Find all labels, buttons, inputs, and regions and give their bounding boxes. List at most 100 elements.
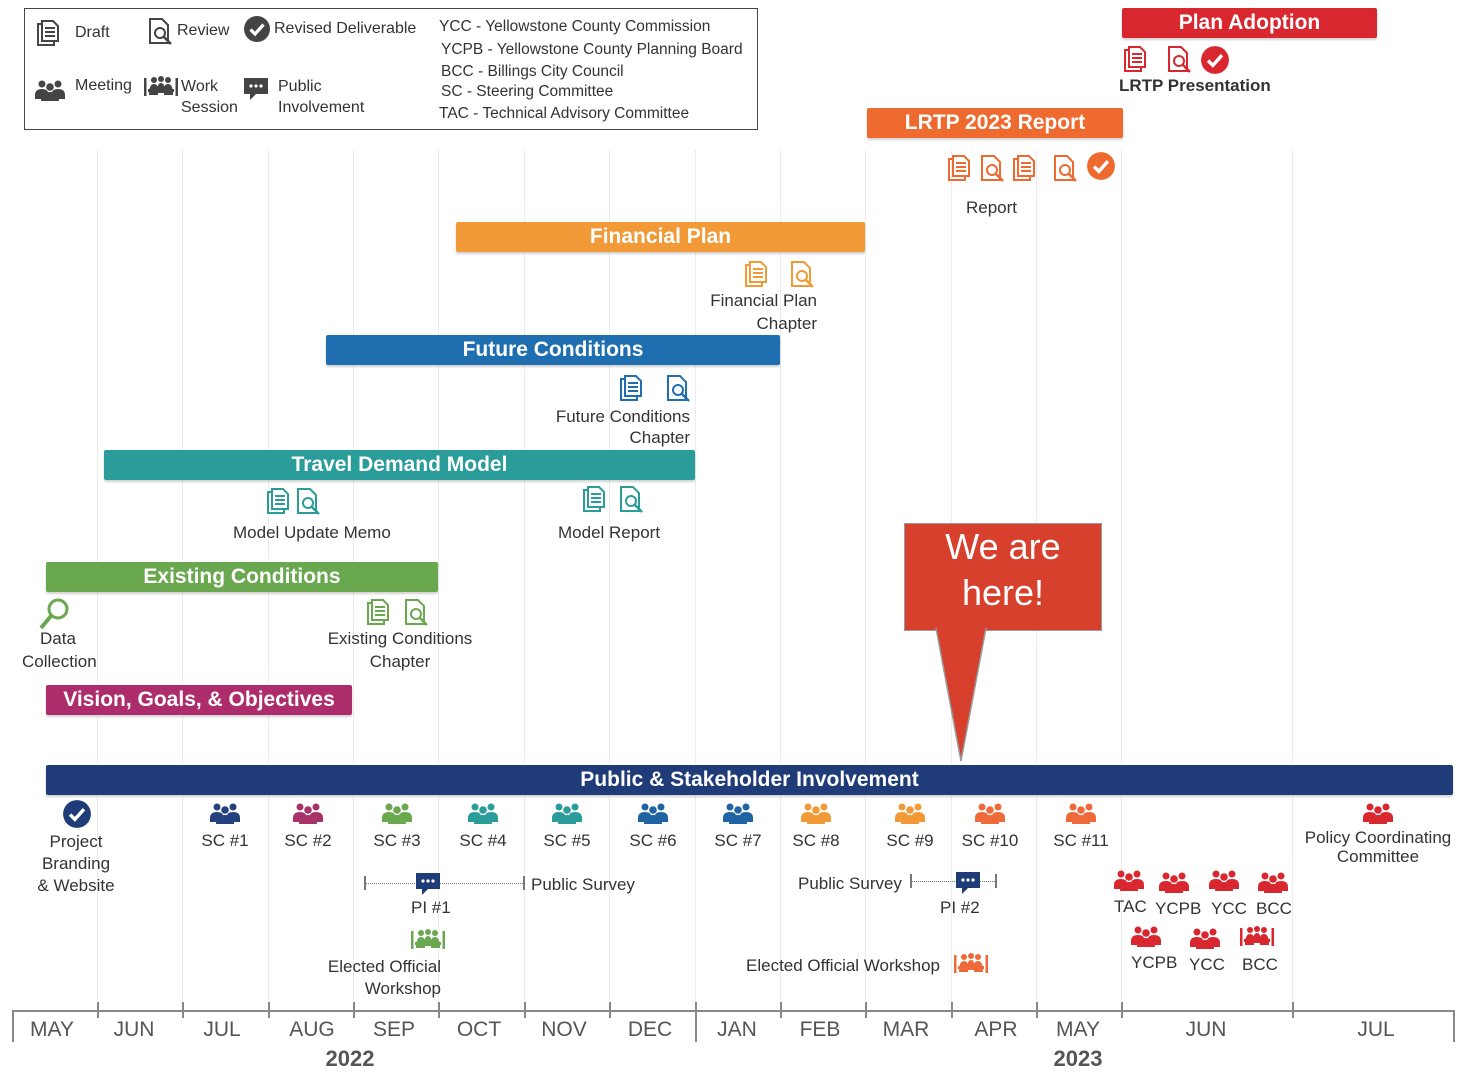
- meeting-icon: [380, 802, 414, 824]
- abbrev-tac: TAC - Technical Advisory Committee: [439, 105, 690, 122]
- month-label: MAY: [30, 1018, 74, 1041]
- meeting-icon: [208, 802, 242, 824]
- timeline-axis: [12, 1010, 1454, 1012]
- bcc-label: BCC: [1256, 899, 1292, 918]
- draft-icon: [35, 19, 61, 47]
- ycpb-label: YCPB: [1131, 953, 1178, 972]
- meeting-icon: [33, 79, 67, 101]
- sc-label: SC #9: [886, 831, 934, 850]
- review-icon: [403, 598, 429, 626]
- sc-label: SC #7: [714, 831, 762, 850]
- month-label: OCT: [456, 1018, 502, 1041]
- axis-tick: [695, 1002, 697, 1042]
- financial-plan-bar: Financial Plan: [456, 222, 865, 252]
- lrtp-report-bar: LRTP 2023 Report: [867, 108, 1123, 138]
- steering-committee-meeting: SC #2: [268, 802, 348, 851]
- future-conditions-bar: Future Conditions: [326, 335, 780, 365]
- month-label: APR: [974, 1018, 1018, 1041]
- model-update-memo-label: Model Update Memo: [233, 523, 391, 542]
- pi2-label: PI #2: [940, 898, 980, 917]
- check-icon: [1086, 151, 1116, 181]
- data-collection-label: Data Collection: [22, 628, 97, 672]
- survey-range-start: [364, 876, 366, 890]
- ycpb-label: YCPB: [1155, 899, 1202, 918]
- work-session-icon: [953, 952, 989, 976]
- year-label: 2023: [1053, 1046, 1103, 1071]
- axis-tick: [12, 1010, 14, 1042]
- month-label: JUL: [1357, 1018, 1395, 1041]
- legend-revised: Revised Deliverable: [274, 20, 417, 37]
- we-are-here-callout: We are here!: [904, 523, 1102, 631]
- axis-tick: [182, 1002, 184, 1018]
- axis-tick: [865, 1002, 867, 1018]
- future-conditions-chapter-line1: Future Conditions: [555, 407, 690, 426]
- legend-public-2: Involvement: [278, 99, 365, 116]
- callout-line1: We are: [945, 526, 1061, 567]
- abbrev-bcc: BCC - Billings City Council: [441, 63, 624, 80]
- legend-meeting: Meeting: [75, 77, 132, 94]
- meeting-icon: [1112, 869, 1146, 891]
- axis-tick: [524, 1002, 526, 1018]
- sc-label: SC #8: [792, 831, 840, 850]
- sc-label: SC #11: [1053, 831, 1109, 850]
- sc-label: SC #6: [629, 831, 677, 850]
- sc-label: SC #10: [961, 831, 1019, 850]
- legend: Draft Review Revised Deliverable Meeting…: [24, 8, 758, 130]
- axis-tick: [609, 1002, 611, 1018]
- survey-range-line: [365, 883, 523, 884]
- report-label: Report: [966, 198, 1018, 217]
- ycc-label: YCC: [1189, 955, 1225, 974]
- meeting-icon: [721, 802, 755, 824]
- elected-official-workshop-label: Elected Official Workshop: [300, 956, 441, 999]
- public-involvement-icon: [955, 871, 981, 895]
- public-involvement-icon: [243, 77, 269, 101]
- month-label: DEC: [627, 1018, 673, 1041]
- model-report-label: Model Report: [558, 523, 661, 542]
- callout-pointer: [935, 627, 987, 762]
- work-session-icon: [1239, 925, 1275, 949]
- year-label: 2022: [325, 1046, 375, 1071]
- revised-deliverable-icon: [243, 15, 271, 43]
- sc-label: SC #5: [543, 831, 591, 850]
- axis-tick: [1036, 1002, 1038, 1018]
- review-icon: [979, 154, 1005, 182]
- bcc-label: BCC: [1242, 955, 1278, 974]
- axis-tick: [1453, 1010, 1455, 1042]
- financial-plan-chapter-line2: Chapter: [756, 314, 817, 333]
- steering-committee-meeting: SC #9: [870, 802, 950, 851]
- draft-icon: [1122, 45, 1148, 73]
- legend-draft: Draft: [75, 24, 110, 41]
- axis-tick: [1292, 1002, 1294, 1018]
- meeting-icon: [550, 802, 584, 824]
- meeting-icon: [1157, 871, 1191, 893]
- review-icon: [295, 487, 321, 515]
- steering-committee-meeting: SC #6: [613, 802, 693, 851]
- draft-icon: [365, 598, 391, 626]
- month-label: MAR: [882, 1018, 930, 1041]
- meeting-icon: [1207, 869, 1241, 891]
- project-branding-label: Project Branding & Website: [26, 831, 126, 896]
- public-survey-label: Public Survey: [798, 874, 902, 893]
- legend-public-1: Public: [278, 78, 322, 95]
- draft-icon: [581, 485, 607, 513]
- sc-label: SC #2: [284, 831, 332, 850]
- abbrev-ycc: YCC - Yellowstone County Commission: [439, 18, 711, 35]
- project-branding-line2: Branding: [41, 854, 111, 873]
- month-label: JUN: [113, 1018, 155, 1041]
- month-label: JUN: [1185, 1018, 1227, 1041]
- existing-conditions-bar: Existing Conditions: [46, 562, 438, 592]
- draft-icon: [1011, 154, 1037, 182]
- plan-adoption-bar: Plan Adoption: [1122, 8, 1377, 38]
- month-label: AUG: [289, 1018, 335, 1041]
- callout-line2: here!: [961, 572, 1045, 613]
- lrtp-presentation-label: LRTP Presentation: [1119, 76, 1271, 95]
- survey-range-end: [995, 874, 997, 888]
- axis-tick: [97, 1002, 99, 1018]
- public-survey-label: Public Survey: [531, 875, 635, 894]
- tac-label: TAC: [1114, 897, 1147, 916]
- steering-committee-meeting: SC #5: [527, 802, 607, 851]
- public-involvement-bar: Public & Stakeholder Involvement: [46, 765, 1453, 795]
- steering-committee-meeting: SC #11: [1041, 802, 1121, 851]
- review-icon: [147, 17, 173, 45]
- project-branding-line1: Project: [49, 832, 103, 851]
